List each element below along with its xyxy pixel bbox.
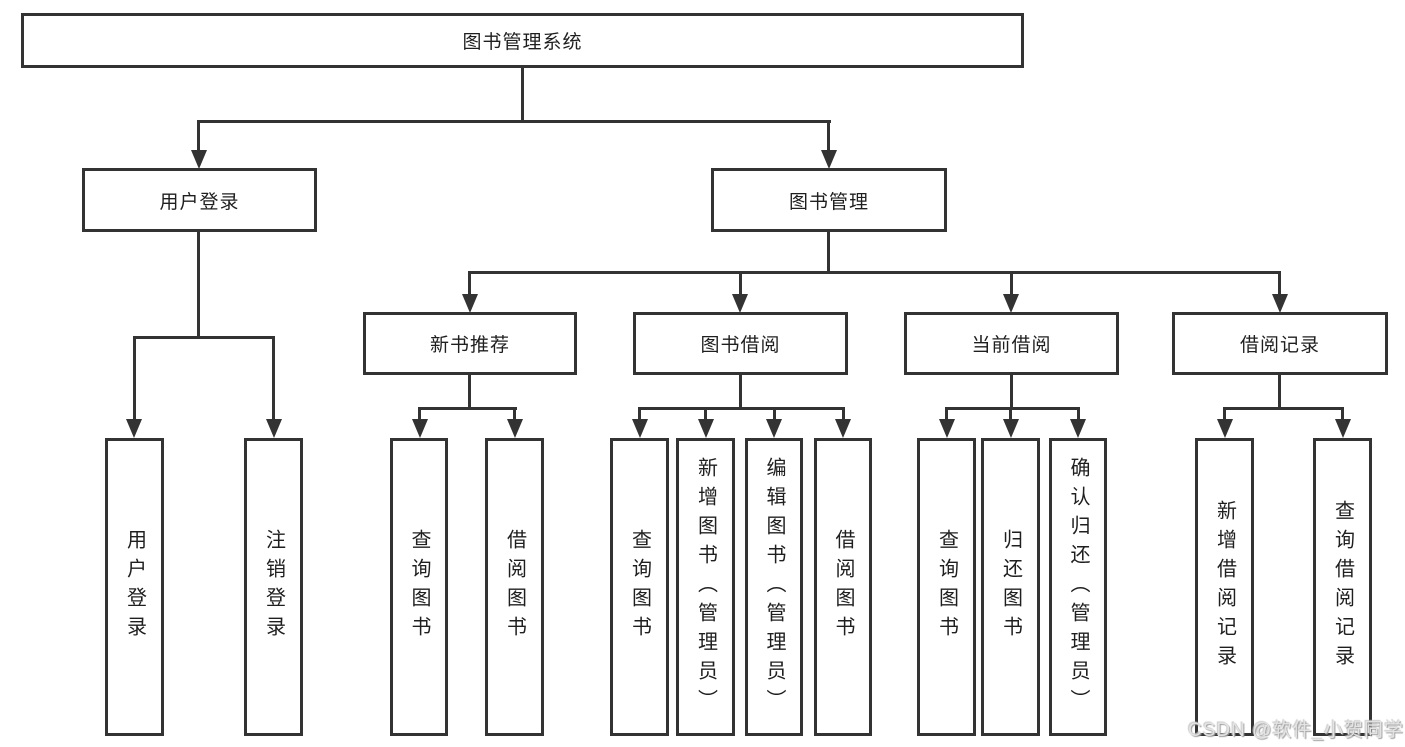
connector-user-login-trunk xyxy=(197,232,200,339)
node-book-management-label: 图书管理 xyxy=(788,191,869,213)
connector-current-borrow-crossbar xyxy=(945,407,1080,410)
leaf-bb-borrow-books: 借阅图书 xyxy=(814,438,872,736)
node-book-borrow-label: 图书借阅 xyxy=(700,335,781,356)
connector-drop-logout-leaf xyxy=(272,336,275,420)
node-new-book-recommend-label: 新书推荐 xyxy=(429,335,510,356)
connector-borrow-records-crossbar xyxy=(1223,407,1344,410)
connector-book-management-crossbar xyxy=(468,271,1281,274)
leaf-br-query-record: 查询借阅记录 xyxy=(1313,438,1372,736)
arrowhead-br-add xyxy=(1217,419,1233,438)
leaf-nb-borrow-books: 借阅图书 xyxy=(485,438,544,736)
node-user-login: 用户登录 xyxy=(82,168,317,232)
connector-user-login-crossbar xyxy=(133,336,275,339)
arrowhead-current-borrow xyxy=(1003,294,1019,313)
connector-drop-bb-add xyxy=(704,407,707,421)
arrowhead-nb-query xyxy=(412,419,428,438)
leaf-user-login: 用户登录 xyxy=(105,438,164,736)
arrowhead-user-login xyxy=(191,150,207,169)
arrowhead-bb-query xyxy=(632,419,648,438)
connector-book-borrow-crossbar xyxy=(638,407,845,410)
leaf-bb-edit-books-admin: 编辑图书（管理员） xyxy=(745,438,803,736)
connector-drop-cb-query xyxy=(945,407,948,421)
connector-borrow-records-trunk xyxy=(1278,375,1281,409)
connector-drop-user-login xyxy=(197,120,200,152)
connector-drop-bb-edit xyxy=(773,407,776,421)
leaf-nb-query-books: 查询图书 xyxy=(390,438,448,736)
connector-drop-book-management xyxy=(827,120,830,152)
leaf-cb-confirm-return-admin: 确认归还（管理员） xyxy=(1049,438,1107,736)
connector-drop-bb-borrow xyxy=(842,407,845,421)
connector-drop-new-book xyxy=(468,271,471,296)
connector-drop-nb-query xyxy=(418,407,421,421)
connector-drop-login-leaf xyxy=(133,336,136,420)
arrowhead-br-query xyxy=(1335,419,1351,438)
node-root-library-system: 图书管理系统 xyxy=(21,13,1024,68)
node-current-borrow-label: 当前借阅 xyxy=(971,335,1052,356)
arrowhead-cb-query xyxy=(939,419,955,438)
connector-drop-br-add xyxy=(1223,407,1226,421)
leaf-bb-query-books: 查询图书 xyxy=(610,438,669,736)
arrowhead-cb-return xyxy=(1003,419,1019,438)
node-borrow-records-label: 借阅记录 xyxy=(1239,335,1320,356)
connector-drop-cb-confirm xyxy=(1077,407,1080,421)
node-current-borrow: 当前借阅 xyxy=(904,312,1119,375)
csdn-watermark: CSDN @软件_小贺同学 xyxy=(1188,720,1404,741)
connector-drop-bb-query xyxy=(638,407,641,421)
arrowhead-login-leaf xyxy=(126,419,142,438)
connector-root-crossbar xyxy=(197,120,831,123)
connector-drop-cb-return xyxy=(1009,407,1012,421)
arrowhead-logout-leaf xyxy=(266,419,282,438)
arrowhead-bb-edit xyxy=(766,419,782,438)
arrowhead-nb-borrow xyxy=(507,419,523,438)
leaf-cb-query-books: 查询图书 xyxy=(917,438,976,736)
arrowhead-new-book xyxy=(462,294,478,313)
node-borrow-records: 借阅记录 xyxy=(1172,312,1388,375)
connector-new-book-crossbar xyxy=(418,407,517,410)
arrowhead-book-borrow xyxy=(732,294,748,313)
arrowhead-cb-confirm xyxy=(1070,419,1086,438)
leaf-logout: 注销登录 xyxy=(244,438,303,736)
node-new-book-recommend: 新书推荐 xyxy=(363,312,577,375)
connector-book-borrow-trunk xyxy=(739,375,742,409)
node-book-borrow: 图书借阅 xyxy=(633,312,848,375)
leaf-bb-add-books-admin: 新增图书（管理员） xyxy=(676,438,735,736)
arrowhead-bb-borrow xyxy=(835,419,851,438)
arrowhead-borrow-records xyxy=(1272,294,1288,313)
connector-root-trunk xyxy=(521,68,524,121)
node-book-management: 图书管理 xyxy=(711,168,947,232)
connector-drop-current-borrow xyxy=(1010,271,1013,296)
connector-drop-nb-borrow xyxy=(513,407,516,421)
node-root-label: 图书管理系统 xyxy=(462,32,583,53)
leaf-br-add-record: 新增借阅记录 xyxy=(1195,438,1254,736)
connector-drop-br-query xyxy=(1341,407,1344,421)
connector-drop-book-borrow xyxy=(739,271,742,296)
connector-drop-borrow-records xyxy=(1278,271,1281,296)
connector-new-book-trunk xyxy=(468,375,471,409)
connector-current-borrow-trunk xyxy=(1010,375,1013,409)
arrowhead-book-management xyxy=(821,150,837,169)
connector-book-management-trunk xyxy=(827,232,830,274)
arrowhead-bb-add xyxy=(698,419,714,438)
node-user-login-label: 用户登录 xyxy=(159,191,240,213)
leaf-cb-return-books: 归还图书 xyxy=(981,438,1040,736)
